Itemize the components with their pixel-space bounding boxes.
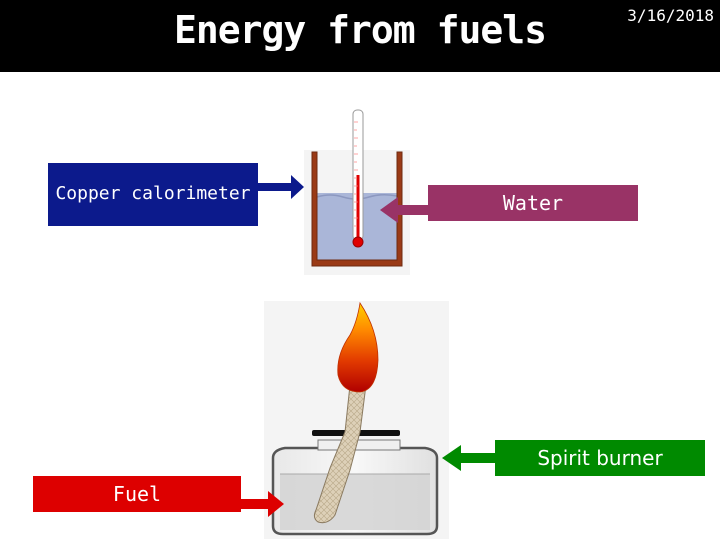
fuel-liquid xyxy=(280,474,430,530)
arrow-spirit-burner xyxy=(442,445,496,471)
copper-calorimeter xyxy=(304,109,410,275)
water-label: Water xyxy=(428,185,638,221)
arrow-copper-to-can xyxy=(258,175,304,199)
thermometer-icon xyxy=(352,109,364,248)
fuel-label: Fuel xyxy=(33,476,241,512)
spirit-burner xyxy=(264,301,449,539)
copper-calorimeter-label: Copper calorimeter xyxy=(48,163,258,226)
arrow-water xyxy=(380,197,428,223)
arrow-fuel xyxy=(241,491,284,517)
slide-date: 3/16/2018 xyxy=(627,6,714,25)
slide-header: Energy from fuels 3/16/2018 xyxy=(0,0,720,72)
copper-can xyxy=(311,151,403,267)
wick xyxy=(313,384,367,524)
spirit-burner-label: Spirit burner xyxy=(495,440,705,476)
flame-icon xyxy=(337,301,379,393)
slide-title: Energy from fuels xyxy=(174,8,547,52)
